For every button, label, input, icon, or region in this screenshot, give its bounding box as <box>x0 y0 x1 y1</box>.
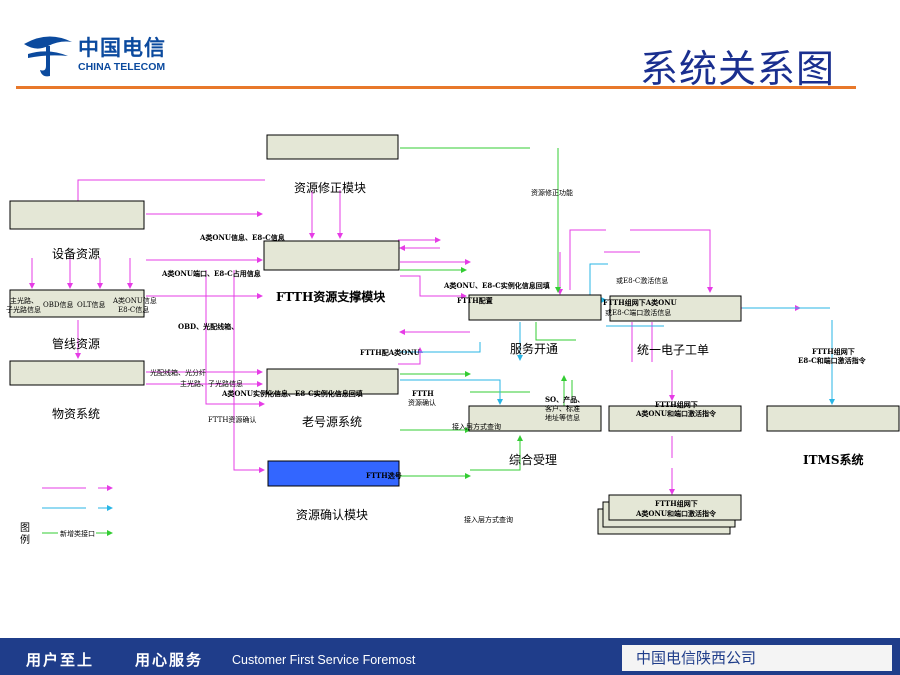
inst-info-label: A类ONU实例化信息、E8-C实例化信息回填 <box>222 389 363 398</box>
ftth-config-a-label: FTTH配A类ONU <box>360 348 420 357</box>
access-query-label: 接入层方式查询 <box>452 423 501 431</box>
logo-english-text: CHINA TELECOM <box>78 61 166 73</box>
legend-title: 图例 <box>20 523 30 546</box>
a-onu-e8c-label: A类ONU信息、E8-C信息 <box>200 233 285 242</box>
ftth-res-confirm-label-2: 资源确认 <box>408 399 436 407</box>
a-onu-info-label: A类ONU信息 <box>113 297 157 305</box>
equipment-resource-label: 设备资源 <box>52 247 101 261</box>
cyan-interface-lines <box>400 263 835 405</box>
obd-info-label: OBD信息 <box>43 301 74 309</box>
magenta-interface-lines <box>29 179 801 495</box>
e8c-info-label: E8-C信息 <box>118 306 150 314</box>
ftth-net-label-1: FTTH组网下 <box>655 400 698 409</box>
box-list-label: 光配线箱、光分纤 <box>150 369 206 377</box>
work-order-label: 统一电子工单 <box>637 343 710 357</box>
ftth-net-label-2: A类ONU和端口激活指令 <box>636 409 717 418</box>
so-info-label-3: 地址等信息 <box>545 414 580 422</box>
stack-label-1: FTTH组网下 <box>655 499 698 508</box>
old-number-system-label: 老号源系统 <box>302 415 363 429</box>
ftth-down-label-1: FTTH组网下A类ONU <box>603 298 677 307</box>
a-onu-port-label: A类ONU端口、E8-C占用信息 <box>162 269 261 278</box>
olt-info-label: OLT信息 <box>77 301 106 309</box>
header-divider <box>16 86 856 89</box>
ftth-confirm-label: FTTH资源确认 <box>208 416 257 424</box>
ftth-down-label-2: 或E8-C端口激活信息 <box>605 309 672 317</box>
footer-slogan-cn-1: 用户至上 <box>26 651 95 669</box>
itms-cmd-label-1: FTTH组网下 <box>812 347 855 356</box>
system-relationship-diagram <box>9 134 900 536</box>
correction-fn-label: 资源修正功能 <box>531 189 573 197</box>
service-open-label: 服务开通 <box>510 342 559 356</box>
ftth-config-label: FTTH配置 <box>457 296 493 305</box>
legend-new-interface: 新增类接口 <box>60 530 95 538</box>
so-info-label-1: SO、产品、 <box>545 395 585 404</box>
main-route-label: 主光路、 <box>10 297 38 305</box>
accept-label: 综合受理 <box>509 453 558 467</box>
itms-cmd-label-2: E8-C和端口激活指令 <box>798 356 866 365</box>
obd-box-label: OBD、光配线箱、 <box>178 322 239 331</box>
e8c-activate-label: 或E8-C激活信息 <box>616 277 669 285</box>
footer-slogan-cn-2: 用心服务 <box>135 651 204 669</box>
china-telecom-logo: 中国电信 CHINA TELECOM <box>20 28 190 83</box>
china-telecom-emblem-icon <box>24 36 72 77</box>
so-info-label-2: 客户、标准 <box>545 405 580 413</box>
module-boxes <box>9 134 900 535</box>
itms-system-label: ITMS系统 <box>803 453 864 467</box>
pipeline-resource-label: 管线资源 <box>52 337 101 351</box>
correction-module-label: 资源修正模块 <box>294 181 367 195</box>
ftth-res-confirm-label-1: FTTH <box>412 389 434 398</box>
main-sub-route-label: 主光路、子光路信息 <box>180 380 243 388</box>
inst-feedback-label: A类ONU、E8-C实例化信息回填 <box>444 281 550 290</box>
footer-slogan-en: Customer First Service Foremost <box>232 653 416 667</box>
footer-company-name: 中国电信陕西公司 <box>622 645 892 671</box>
confirm-module-box <box>267 460 400 487</box>
stack-label-2: A类ONU和端口激活指令 <box>636 509 717 518</box>
material-system-label: 物资系统 <box>52 407 101 421</box>
ftth-select-label: FTTH选号 <box>366 471 402 480</box>
green-interface-lines <box>400 147 576 479</box>
page-title: 系统关系图 <box>640 47 836 91</box>
logo-chinese-text: 中国电信 <box>78 36 166 60</box>
access-query-label-2: 接入层方式查询 <box>464 516 513 524</box>
legend-graphics <box>42 485 113 536</box>
sub-route-label: 子光路信息 <box>6 306 41 314</box>
ftth-support-module-label: FTTH资源支撑模块 <box>276 290 386 304</box>
confirm-module-label: 资源确认模块 <box>296 508 369 522</box>
